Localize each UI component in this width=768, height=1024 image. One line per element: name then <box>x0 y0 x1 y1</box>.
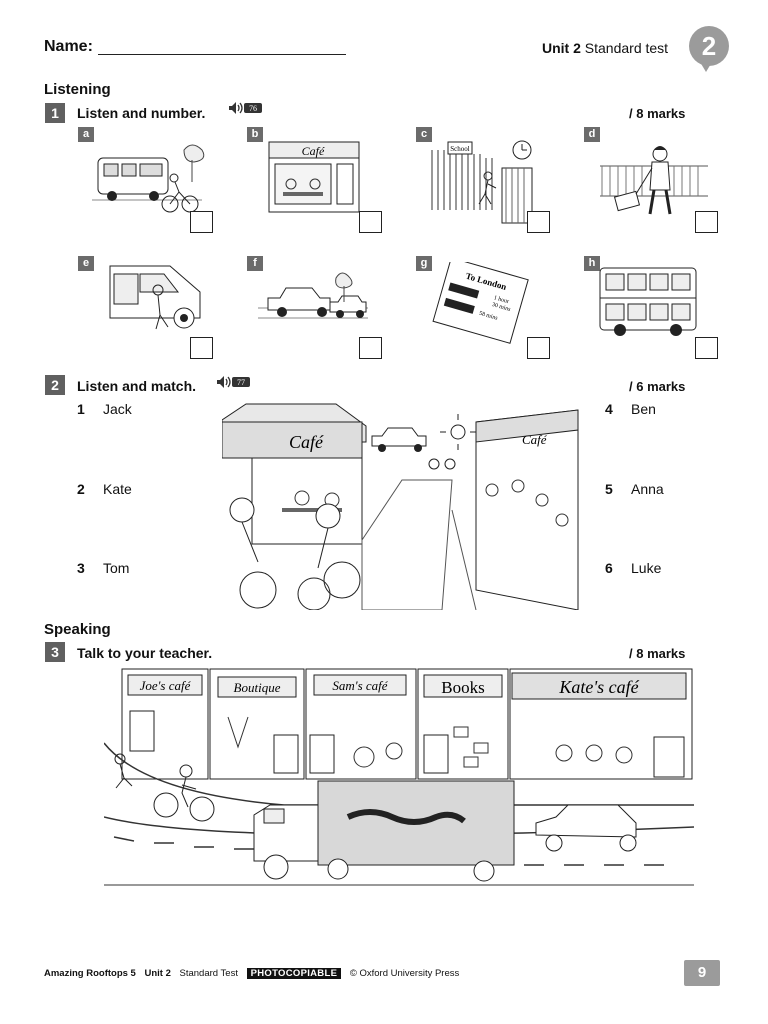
picture-f-cars-on-road <box>258 272 368 319</box>
audio-icon: 77 <box>216 375 252 394</box>
listening-heading: Listening <box>44 81 111 98</box>
picture-b-cafe: Café <box>268 141 360 213</box>
photocopiable-label: PHOTOCOPIABLE <box>246 968 342 979</box>
match-name-2: 2 Kate <box>77 481 132 497</box>
match-name-3: 3 Tom <box>77 560 129 576</box>
right-cafe-sign: Café <box>522 432 548 447</box>
match-name-4: 4 Ben <box>605 401 656 417</box>
answer-box-d[interactable] <box>695 211 718 233</box>
left-cafe-sign: Café <box>289 432 324 452</box>
speaking-heading: Speaking <box>44 621 111 638</box>
answer-box-g[interactable] <box>527 337 550 359</box>
match-name: Luke <box>631 560 662 576</box>
name-label: Name: <box>44 38 93 55</box>
picture-letter-g: g <box>416 256 432 271</box>
exercise-3-title: Talk to your teacher. <box>77 645 213 661</box>
answer-box-f[interactable] <box>359 337 382 359</box>
shopping-street-illustration: Joe's café Boutique Sam's café Books Kat… <box>104 668 695 886</box>
picture-g-line3: 58 mins <box>478 311 499 322</box>
match-name: Tom <box>103 560 130 576</box>
match-number: 3 <box>77 560 85 576</box>
picture-letter-a: a <box>78 127 94 142</box>
exercise-2-number: 2 <box>45 375 65 395</box>
match-name: Jack <box>103 401 132 417</box>
match-name: Anna <box>631 481 664 497</box>
picture-c-sign: School <box>450 145 470 153</box>
audio-track-77: 77 <box>237 378 245 387</box>
unit-title: Unit 2 Standard test <box>542 40 668 56</box>
picture-letter-c: c <box>416 127 432 142</box>
answer-box-b[interactable] <box>359 211 382 233</box>
picture-d-man-with-suitcase <box>600 146 708 215</box>
exercise-3-number: 3 <box>45 642 65 662</box>
exercise-1-number: 1 <box>45 103 65 123</box>
picture-letter-e: e <box>78 256 94 271</box>
exercise-2-title: Listen and match. <box>77 378 197 394</box>
picture-c-school-gate: School <box>431 140 533 224</box>
answer-box-h[interactable] <box>695 337 718 359</box>
shop-sign-joes-cafe: Joe's café <box>140 678 192 693</box>
unit-badge: 2 <box>689 26 729 72</box>
match-number: 2 <box>77 481 85 497</box>
footer-book-title: Amazing Rooftops 5 <box>44 968 136 979</box>
audio-track-76: 76 <box>249 104 257 113</box>
picture-b-sign: Café <box>302 144 325 158</box>
street-scene-illustration: Café Café <box>222 403 579 610</box>
footer-publisher: © Oxford University Press <box>349 968 460 979</box>
unit-test-type: Standard test <box>580 40 669 56</box>
audio-icon: 76 <box>228 101 264 120</box>
picture-letter-b: b <box>247 127 263 142</box>
picture-letter-f: f <box>247 256 263 271</box>
match-number: 1 <box>77 401 85 417</box>
shop-sign-books: Books <box>441 678 484 697</box>
exercise-1-marks: / 8 marks <box>629 106 686 121</box>
picture-letter-h: h <box>584 256 600 271</box>
picture-h-double-decker-bus <box>599 267 697 336</box>
shop-sign-boutique: Boutique <box>234 680 281 695</box>
answer-box-e[interactable] <box>190 337 213 359</box>
exercise-3-marks: / 8 marks <box>629 646 686 661</box>
footer: Amazing Rooftops 5 Unit 2 Standard Test … <box>44 968 459 979</box>
name-field-line[interactable] <box>98 54 346 55</box>
match-name-1: 1 Jack <box>77 401 132 417</box>
match-name: Ben <box>631 401 656 417</box>
match-number: 4 <box>605 401 613 417</box>
match-number: 5 <box>605 481 613 497</box>
unit-number: Unit 2 <box>542 40 581 56</box>
picture-g-line1: 1 hour <box>493 295 510 305</box>
picture-g-train-ticket: To London 1 hour 30 mins 58 mins <box>432 262 529 344</box>
match-name-5: 5 Anna <box>605 481 664 497</box>
answer-box-a[interactable] <box>190 211 213 233</box>
shop-sign-sams-cafe: Sam's café <box>332 678 388 693</box>
picture-letter-d: d <box>584 127 600 142</box>
match-name-6: 6 Luke <box>605 560 661 576</box>
answer-box-c[interactable] <box>527 211 550 233</box>
picture-g-line2: 30 mins <box>491 302 512 313</box>
page-number: 9 <box>684 960 720 986</box>
match-name: Kate <box>103 481 132 497</box>
footer-test: Standard Test <box>179 968 238 979</box>
match-number: 6 <box>605 560 613 576</box>
picture-a-bus-and-cyclist <box>92 144 205 213</box>
shop-sign-kates-cafe: Kate's café <box>558 677 639 697</box>
footer-unit: Unit 2 <box>144 968 171 979</box>
exercise-2-marks: / 6 marks <box>629 379 686 394</box>
picture-e-getting-out-of-car <box>109 265 201 330</box>
exercise-1-title: Listen and number. <box>77 105 206 121</box>
